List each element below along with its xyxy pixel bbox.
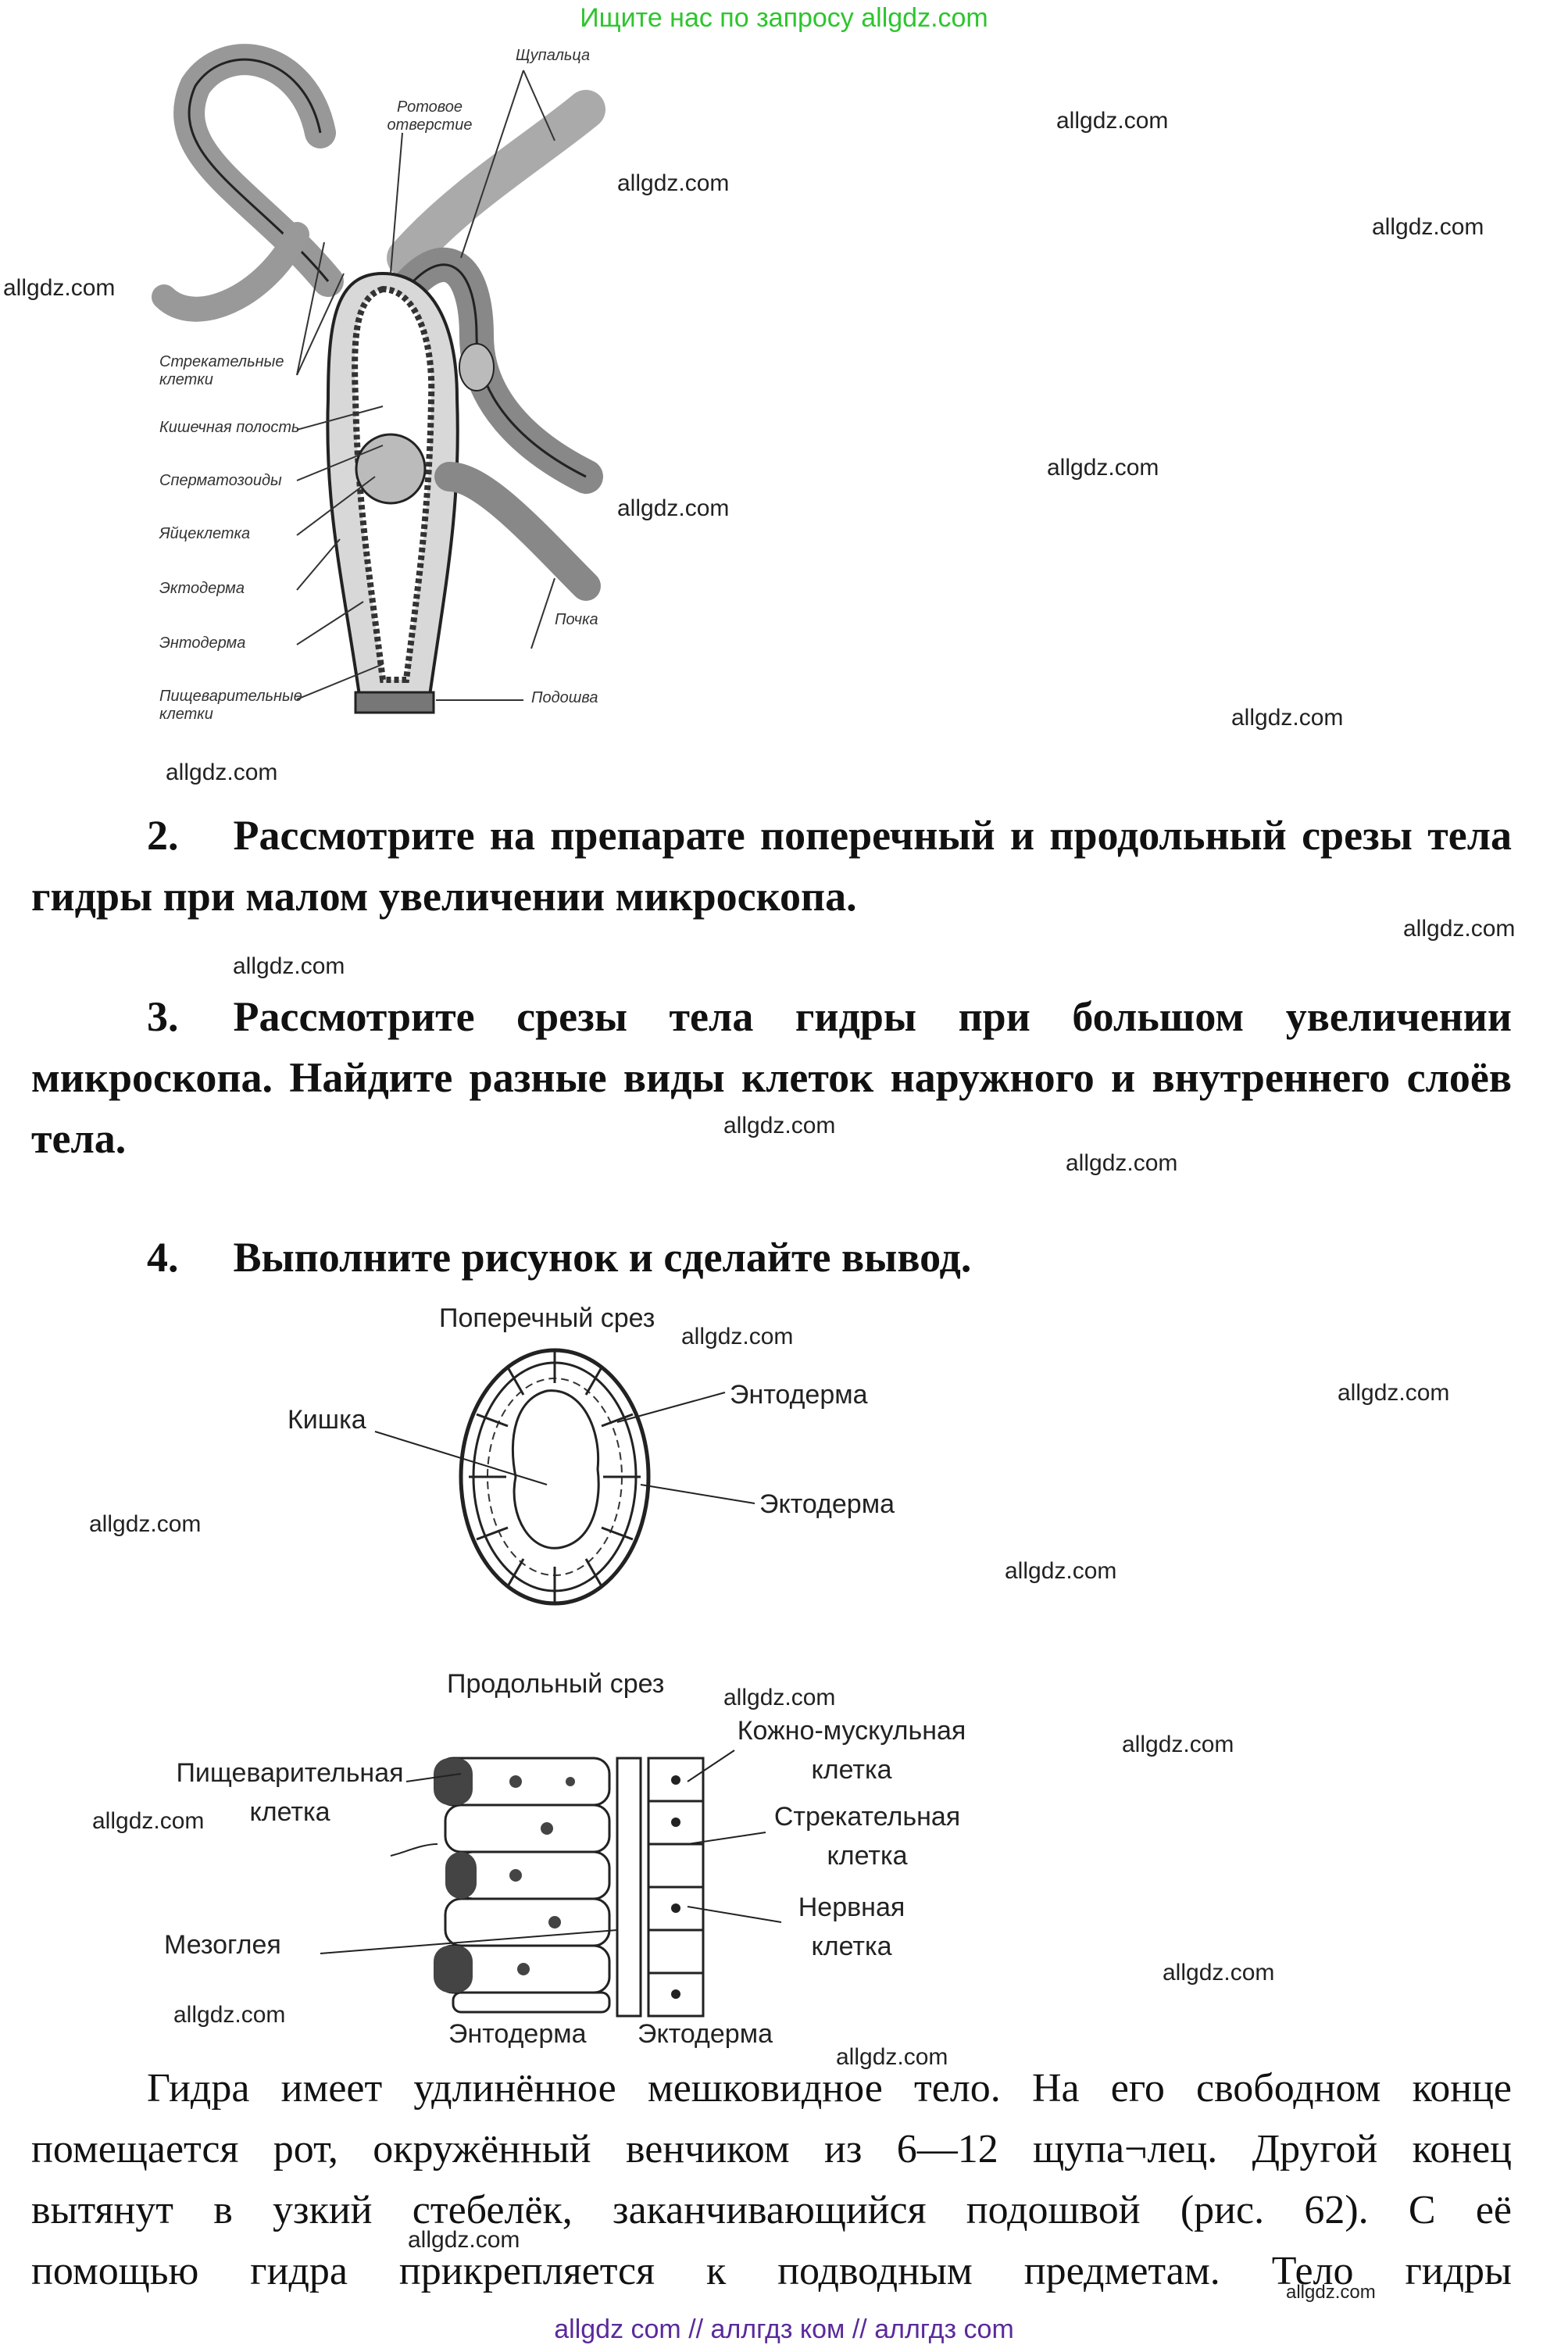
task-3-text: Рассмотрите срезы тела гидры при большом… — [31, 993, 1512, 1162]
watermark: allgdz.com — [1005, 1558, 1117, 1584]
task-3: 3.Рассмотрите срезы тела гидры при больш… — [31, 986, 1512, 1169]
label-stinging-cells: Стрекательные клетки — [159, 353, 284, 388]
long-section-title: Продольный срез — [447, 1669, 665, 1699]
cross-label-gut: Кишка — [288, 1405, 366, 1435]
long-label-digestive-1: Пищеварительная — [176, 1758, 404, 1788]
task-4-text: Выполните рисунок и сделайте вывод. — [233, 1234, 972, 1281]
watermark: allgdz.com — [836, 2044, 948, 2070]
watermark: allgdz.com — [617, 495, 730, 521]
long-label-ectoderm: Эктодерма — [638, 2019, 773, 2049]
task-2-number: 2. — [147, 812, 179, 859]
cross-section-title: Поперечный срез — [439, 1303, 655, 1333]
watermark: allgdz.com — [233, 953, 345, 979]
label-entoderm: Энтодерма — [159, 634, 246, 652]
long-label-stinging-2: клетка — [827, 1841, 908, 1871]
long-label-mesoglea: Мезоглея — [164, 1930, 281, 1960]
long-label-nerve-1: Нервная — [798, 1893, 905, 1922]
watermark: allgdz.com — [723, 1685, 836, 1710]
label-gut-cavity: Кишечная полость — [159, 419, 300, 436]
watermark: allgdz.com — [681, 1324, 794, 1349]
body-paragraph: Гидра имеет удлинённое мешковидное тело.… — [31, 2058, 1512, 2302]
long-label-muscle-2: клетка — [811, 1755, 892, 1785]
watermark: allgdz.com — [408, 2227, 520, 2253]
body-line-3: вытянут в узкий стебелёк, заканчивающийс… — [31, 2188, 1512, 2232]
cross-section-drawing — [374, 1348, 755, 1606]
label-tentacles: Щупальца — [516, 47, 591, 64]
long-label-nerve-2: клетка — [811, 1932, 892, 1961]
body-line-4: помощью гидра прикрепляется к подводным … — [31, 2249, 1512, 2293]
task-2: 2.Рассмотрите на препарате поперечный и … — [31, 805, 1512, 927]
watermark: allgdz.com — [89, 1511, 202, 1537]
task-3-number: 3. — [147, 993, 179, 1040]
watermark: allgdz.com — [1066, 1150, 1178, 1176]
watermark: allgdz.com — [723, 1113, 836, 1138]
long-label-muscle-1: Кожно-мускульная — [737, 1716, 966, 1746]
watermark: allgdz.com — [1122, 1732, 1234, 1757]
cross-label-ectoderm: Эктодерма — [759, 1489, 895, 1519]
bottom-banner: allgdz com // аллгдз ком // аллгдз com — [554, 2314, 1014, 2344]
watermark: allgdz.com — [1056, 108, 1169, 134]
label-sole: Подошва — [531, 689, 598, 706]
task-4-number: 4. — [147, 1234, 179, 1281]
watermark: allgdz.com — [1338, 1380, 1450, 1406]
top-banner: Ищите нас по запросу allgdz.com — [580, 3, 988, 33]
watermark: allgdz.com — [1286, 2282, 1376, 2303]
label-digestive-cells: Пищеварительные клетки — [159, 688, 302, 723]
long-label-digestive-2: клетка — [249, 1797, 330, 1827]
label-mouth: Ротовое отверстие — [387, 98, 473, 134]
label-egg: Яйцеклетка — [159, 525, 251, 542]
cross-label-entoderm: Энтодерма — [730, 1380, 868, 1410]
label-bud: Почка — [555, 611, 598, 628]
task-4: 4. Выполните рисунок и сделайте вывод. — [31, 1227, 1512, 1288]
long-label-entoderm: Энтодерма — [448, 2019, 587, 2049]
watermark: allgdz.com — [1231, 705, 1344, 731]
task-2-text: Рассмотрите на препарате поперечный и пр… — [31, 812, 1512, 920]
body-line-2: помещается рот, окружённый венчиком из 6… — [31, 2127, 1512, 2171]
watermark: allgdz.com — [3, 275, 116, 301]
cross-section-figure: Поперечный срез Кишка Энтодерма Эктодерм… — [0, 1297, 1568, 1657]
watermark: allgdz.com — [1403, 916, 1516, 942]
longitudinal-section-figure: Продольный срез Пищеварительная клетка М… — [0, 1657, 1568, 2063]
watermark: allgdz.com — [92, 1808, 205, 1834]
body-line-1: Гидра имеет удлинённое мешковидное тело.… — [147, 2066, 1512, 2111]
watermark: allgdz.com — [1047, 455, 1159, 481]
long-label-stinging-1: Стрекательная — [773, 1802, 961, 1832]
watermark: allgdz.com — [1372, 214, 1484, 240]
watermark: allgdz.com — [173, 2002, 286, 2028]
watermark: allgdz.com — [166, 760, 278, 785]
watermark: allgdz.com — [1163, 1960, 1275, 1986]
label-sperm: Сперматозоиды — [159, 472, 282, 489]
longitudinal-drawing — [320, 1750, 782, 2018]
hydra-drawing — [152, 44, 605, 714]
hydra-figure: Щупальца Ротовое отверстие Стрекательные… — [148, 39, 617, 742]
label-ectoderm: Эктодерма — [159, 580, 245, 597]
watermark: allgdz.com — [617, 170, 730, 196]
